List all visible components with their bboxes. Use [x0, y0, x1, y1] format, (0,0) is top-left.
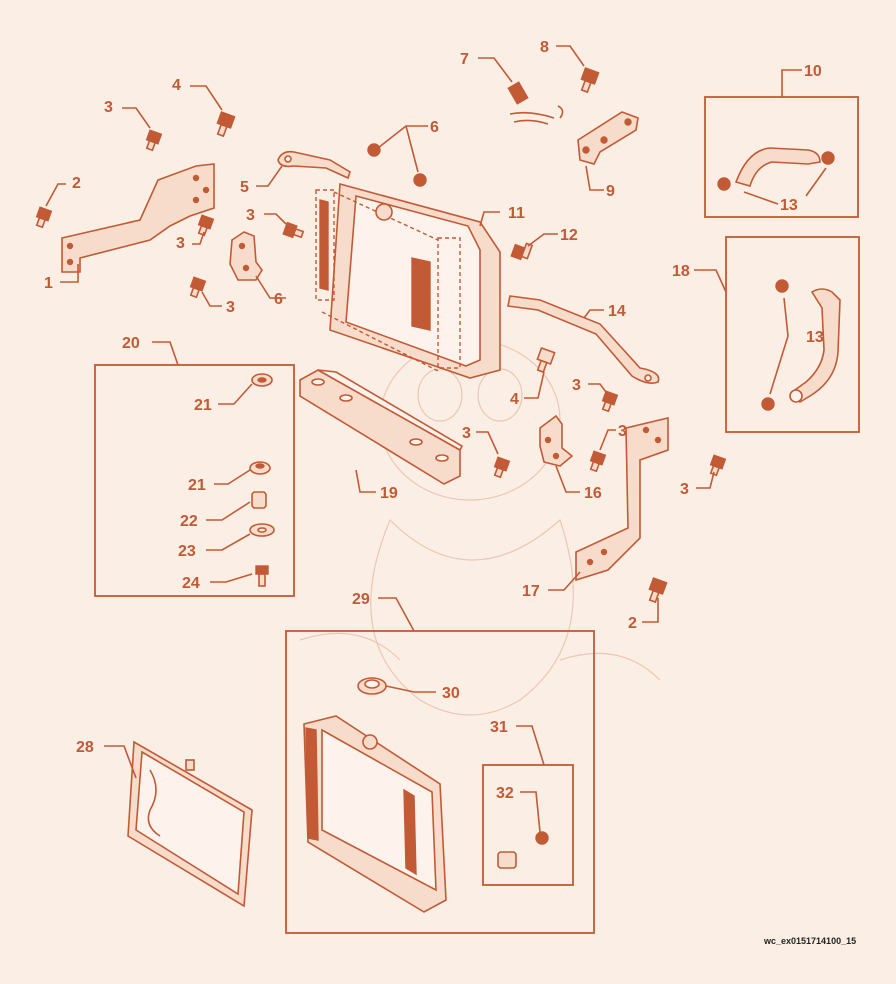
callout-6: 6: [430, 119, 439, 136]
bolt-icons: [35, 67, 727, 604]
callout-11: 11: [508, 205, 525, 222]
leader-lines: [45, 45, 827, 833]
callout-14: 14: [608, 303, 626, 320]
callout-30: 30: [442, 685, 460, 702]
radiator-part-11: [315, 182, 501, 379]
callout-13: 13: [780, 197, 798, 214]
callout-21: 21: [194, 397, 212, 414]
callout-16: 16: [584, 485, 602, 502]
callout-2: 2: [72, 175, 81, 192]
hose-kit-10: [717, 147, 835, 191]
callout-12: 12: [560, 227, 578, 244]
callout-23: 23: [178, 543, 196, 560]
callout-22: 22: [180, 513, 198, 530]
box-kit-20: [94, 364, 295, 597]
callout-7: 7: [460, 51, 469, 68]
bracket-part-6: [229, 231, 263, 281]
callout-3: 3: [572, 377, 581, 394]
box-kit-18: [725, 236, 860, 433]
callout-13: 13: [806, 329, 824, 346]
hose-kit-18: [761, 279, 841, 411]
callout-labels: 1 2 3 4 3 3 3 5 6 6 7 8 9 10 11 12 13 14…: [44, 39, 824, 802]
callout-4: 4: [172, 77, 181, 94]
callout-5: 5: [240, 179, 249, 196]
callout-9: 9: [606, 183, 615, 200]
radiator-kit-29: [303, 715, 447, 913]
callout-3: 3: [246, 207, 255, 224]
kit-31-contents: [497, 831, 549, 869]
callout-3: 3: [176, 235, 185, 252]
callout-31: 31: [490, 719, 508, 736]
bracket-part-16: [539, 414, 574, 467]
bracket-part-17: [575, 416, 669, 582]
stay-rod-part-14: [507, 295, 660, 384]
support-part-19: [299, 369, 464, 485]
callout-24: 24: [182, 575, 200, 592]
callout-19: 19: [380, 485, 398, 502]
callout-8: 8: [540, 39, 549, 56]
callout-4: 4: [510, 391, 519, 408]
box-kit-31: [482, 764, 574, 886]
clip-part-7: [507, 81, 564, 125]
stay-rod-part-5: [277, 150, 351, 180]
callout-3: 3: [104, 99, 113, 116]
callout-1: 1: [44, 275, 53, 292]
callout-3: 3: [462, 425, 471, 442]
callout-18: 18: [672, 263, 690, 280]
cap-part-30: [357, 677, 387, 695]
callout-32: 32: [496, 785, 514, 802]
callout-3: 3: [618, 423, 627, 440]
plate-part-9: [577, 111, 639, 165]
kit-20-contents: [249, 373, 275, 537]
callout-3: 3: [680, 481, 689, 498]
bracket-part-1: [61, 163, 215, 273]
callout-17: 17: [522, 583, 540, 600]
callout-20: 20: [122, 335, 140, 352]
callout-28: 28: [76, 739, 94, 756]
nut-part-6: [367, 143, 427, 187]
callout-29: 29: [352, 591, 370, 608]
callout-2: 2: [628, 615, 637, 632]
box-kit-29: [285, 630, 595, 934]
callout-6: 6: [274, 291, 283, 308]
callout-3: 3: [226, 299, 235, 316]
figure-code: wc_ex0151714100_15: [763, 936, 856, 946]
callout-10: 10: [804, 63, 822, 80]
callout-21: 21: [188, 477, 206, 494]
screen-part-28: [127, 740, 253, 908]
